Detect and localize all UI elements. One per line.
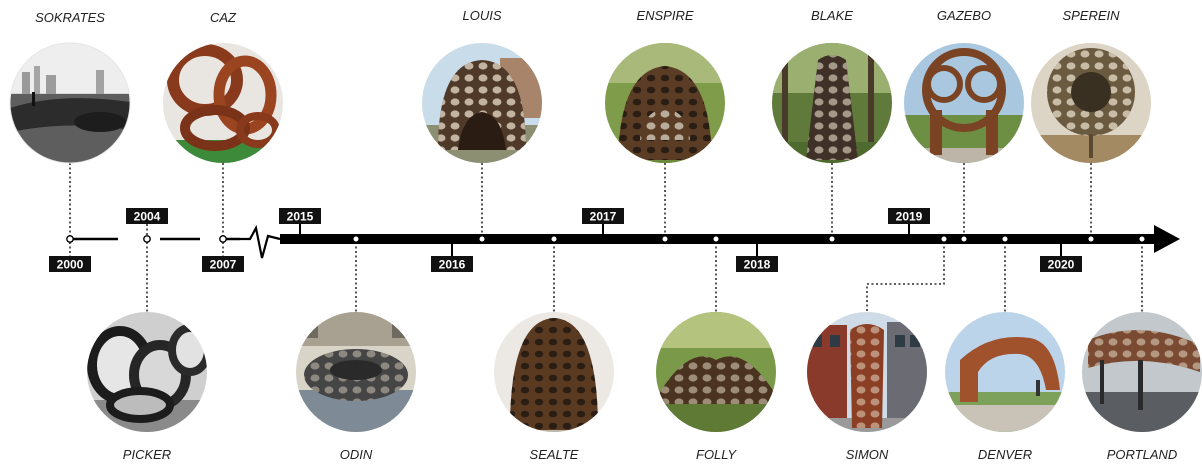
year-label: 2018 [744, 258, 771, 272]
axis-break-icon [240, 228, 280, 258]
year-label: 2004 [134, 210, 161, 224]
year-label: 2020 [1048, 258, 1075, 272]
portland-photo [1082, 312, 1202, 432]
project-name: PORTLAND [1107, 447, 1178, 462]
project-name: GAZEBO [937, 8, 991, 23]
timeline-axis [70, 225, 1180, 258]
caz-photo [163, 43, 283, 163]
simon-photo [807, 312, 927, 432]
project-name: SPEREIN [1062, 8, 1120, 23]
axis-arrow-icon [1154, 225, 1180, 253]
node-picker [144, 236, 150, 242]
year-label: 2017 [590, 210, 617, 224]
project-name: PICKER [123, 447, 171, 462]
sperein-photo [1031, 43, 1151, 163]
folly-photo [656, 312, 776, 432]
node-denver [1002, 236, 1008, 242]
project-name: LOUIS [462, 8, 501, 23]
node-odin [353, 236, 359, 242]
year-label: 2007 [210, 258, 237, 272]
node-sealte [551, 236, 557, 242]
denver-photo [945, 312, 1065, 432]
node-portland [1139, 236, 1145, 242]
year-label: 2015 [287, 210, 314, 224]
project-name: SIMON [846, 447, 889, 462]
blake-photo [772, 43, 892, 163]
year-label: 2019 [896, 210, 923, 224]
project-name: SEALTE [530, 447, 579, 462]
node-enspire [662, 236, 668, 242]
project-name: FOLLY [696, 447, 737, 462]
node-blake [829, 236, 835, 242]
year-label: 2016 [439, 258, 466, 272]
node-gazebo [961, 236, 967, 242]
node-caz [220, 236, 226, 242]
enspire-photo [605, 43, 725, 163]
node-simon [941, 236, 947, 242]
project-name: SOKRATES [35, 10, 105, 25]
project-name: BLAKE [811, 8, 853, 23]
project-name: CAZ [210, 10, 237, 25]
node-sperein [1088, 236, 1094, 242]
odin-photo [296, 312, 416, 432]
louis-photo [422, 43, 542, 163]
node-louis [479, 236, 485, 242]
sealte-photo [494, 312, 614, 432]
project-name: ENSPIRE [636, 8, 693, 23]
year-label: 2000 [57, 258, 84, 272]
project-name: DENVER [978, 447, 1032, 462]
sokrates-photo [10, 43, 130, 163]
node-sokrates [67, 236, 73, 242]
node-folly [713, 236, 719, 242]
gazebo-photo [904, 43, 1024, 163]
picker-photo [87, 312, 208, 432]
project-name: ODIN [340, 447, 373, 462]
